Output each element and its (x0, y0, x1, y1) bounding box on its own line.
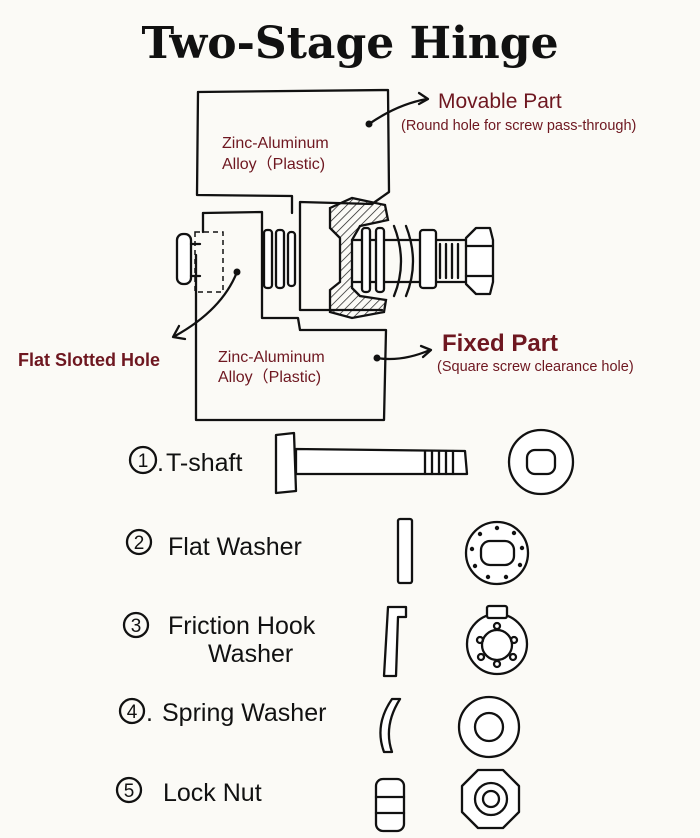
part-number-circle (125, 528, 153, 556)
part-number: 5 (124, 781, 135, 802)
part-prefix: . (157, 449, 164, 477)
middle-washers (262, 228, 297, 290)
movable-leader (367, 97, 429, 126)
part-number: 2 (134, 533, 145, 554)
movable-arrowhead (417, 91, 430, 106)
part-name: T-shaft (166, 449, 242, 477)
fixed-part-body (194, 210, 388, 422)
part-name-line1: Friction Hook (168, 612, 316, 640)
hook-washer-side (382, 605, 408, 678)
part-number-circle (115, 776, 143, 804)
t-shaft-front-core (525, 448, 557, 476)
spring-washer-hole (473, 711, 505, 743)
part-number: 3 (131, 616, 142, 637)
material-top-line2: Alloy（Plastic) (222, 155, 325, 173)
part-number-circle (118, 697, 146, 725)
part-row-spring-washer: 4 . Spring Washer (118, 695, 521, 759)
part-name: Flat Washer (168, 533, 302, 561)
part-prefix: . (146, 699, 153, 727)
hinge-assembly (175, 88, 495, 422)
flat-slotted-hole-label: Flat Slotted Hole (18, 350, 160, 370)
movable-part-label: Movable Part (438, 90, 562, 113)
part-row-flat-washer: 2 Flat Washer (125, 517, 530, 586)
flat-washer-side (396, 517, 414, 585)
diagram-title: Two-Stage Hinge (141, 18, 558, 69)
hook-washer-tab (485, 604, 509, 620)
movable-part-note: (Round hole for screw pass-through) (401, 118, 636, 134)
bushing-hatched (328, 196, 390, 320)
part-number: 1 (138, 451, 149, 472)
shaft-washers (360, 224, 438, 298)
slot-leader (173, 270, 239, 338)
flat-washer-hole (479, 539, 516, 567)
fixed-part-label: Fixed Part (442, 330, 558, 357)
part-name-line2: Washer (208, 640, 293, 668)
part-name: Spring Washer (162, 699, 326, 727)
fixed-leader (375, 348, 432, 361)
part-number: 4 (127, 702, 138, 723)
part-number-circle (128, 445, 158, 475)
part-number-circle (122, 611, 150, 639)
part-row-lock-nut: 5 Lock Nut (115, 768, 521, 833)
hook-washer-hole (480, 628, 514, 662)
t-shaft-head (175, 232, 193, 286)
assembly-lock-nut (464, 226, 495, 296)
t-shaft-side-rod (294, 447, 469, 476)
lock-nut-hole (481, 789, 501, 809)
part-row-friction-hook-washer: 3 Friction Hook Washer (122, 604, 529, 678)
material-bottom-line1: Zinc-Aluminum (218, 349, 325, 366)
fixed-part-note: (Square screw clearance hole) (437, 359, 634, 375)
t-shaft-side-head (274, 431, 298, 495)
material-bottom-line2: Alloy（Plastic) (218, 368, 321, 386)
threaded-end (438, 242, 460, 280)
part-row-t-shaft: 1 . T-shaft (128, 428, 575, 496)
slot-hidden-line (194, 231, 224, 293)
spring-washer-side (379, 697, 402, 754)
slot-arrowhead (171, 324, 187, 341)
lock-nut-side (374, 777, 406, 833)
fixed-arrowhead (419, 344, 433, 359)
material-top-line1: Zinc-Aluminum (222, 135, 329, 152)
part-name: Lock Nut (163, 779, 262, 807)
